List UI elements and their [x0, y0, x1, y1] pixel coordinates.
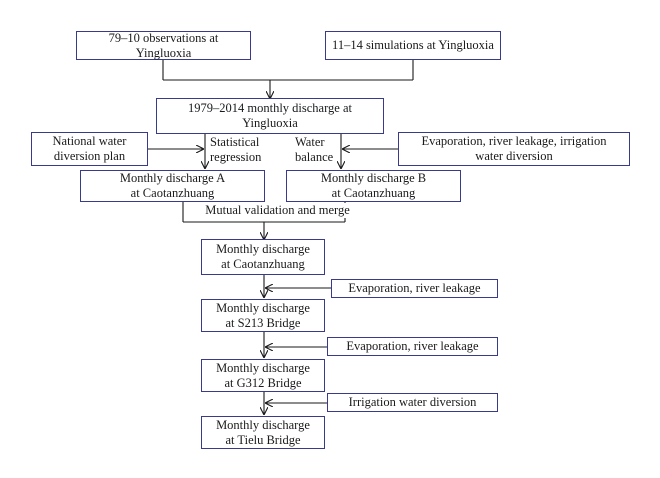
label-water-balance: Water balance	[295, 135, 334, 164]
node-obs-yingluoxia: 79–10 observations at Yingluoxia	[76, 31, 251, 60]
node-evap-leak-irrig: Evaporation, river leakage, irrigation w…	[398, 132, 630, 166]
node-evap-leak-2: Evaporation, river leakage	[327, 337, 498, 356]
node-sim-yingluoxia: 11–14 simulations at Yingluoxia	[325, 31, 501, 60]
node-irrigation: Irrigation water diversion	[327, 393, 498, 412]
label-statistical-regression: Statistical regression	[210, 135, 262, 164]
node-discharge-b: Monthly discharge B at Caotanzhuang	[286, 170, 461, 202]
node-monthly-yingluoxia: 1979–2014 monthly discharge at Yingluoxi…	[156, 98, 384, 134]
node-national-plan: National water diversion plan	[31, 132, 148, 166]
node-g312: Monthly discharge at G312 Bridge	[201, 359, 325, 392]
node-discharge-a: Monthly discharge A at Caotanzhuang	[80, 170, 265, 202]
node-s213: Monthly discharge at S213 Bridge	[201, 299, 325, 332]
label-mutual-validation: Mutual validation and merge	[190, 203, 365, 218]
node-caotanzhuang: Monthly discharge at Caotanzhuang	[201, 239, 325, 275]
node-evap-leak-1: Evaporation, river leakage	[331, 279, 498, 298]
node-tielu: Monthly discharge at Tielu Bridge	[201, 416, 325, 449]
